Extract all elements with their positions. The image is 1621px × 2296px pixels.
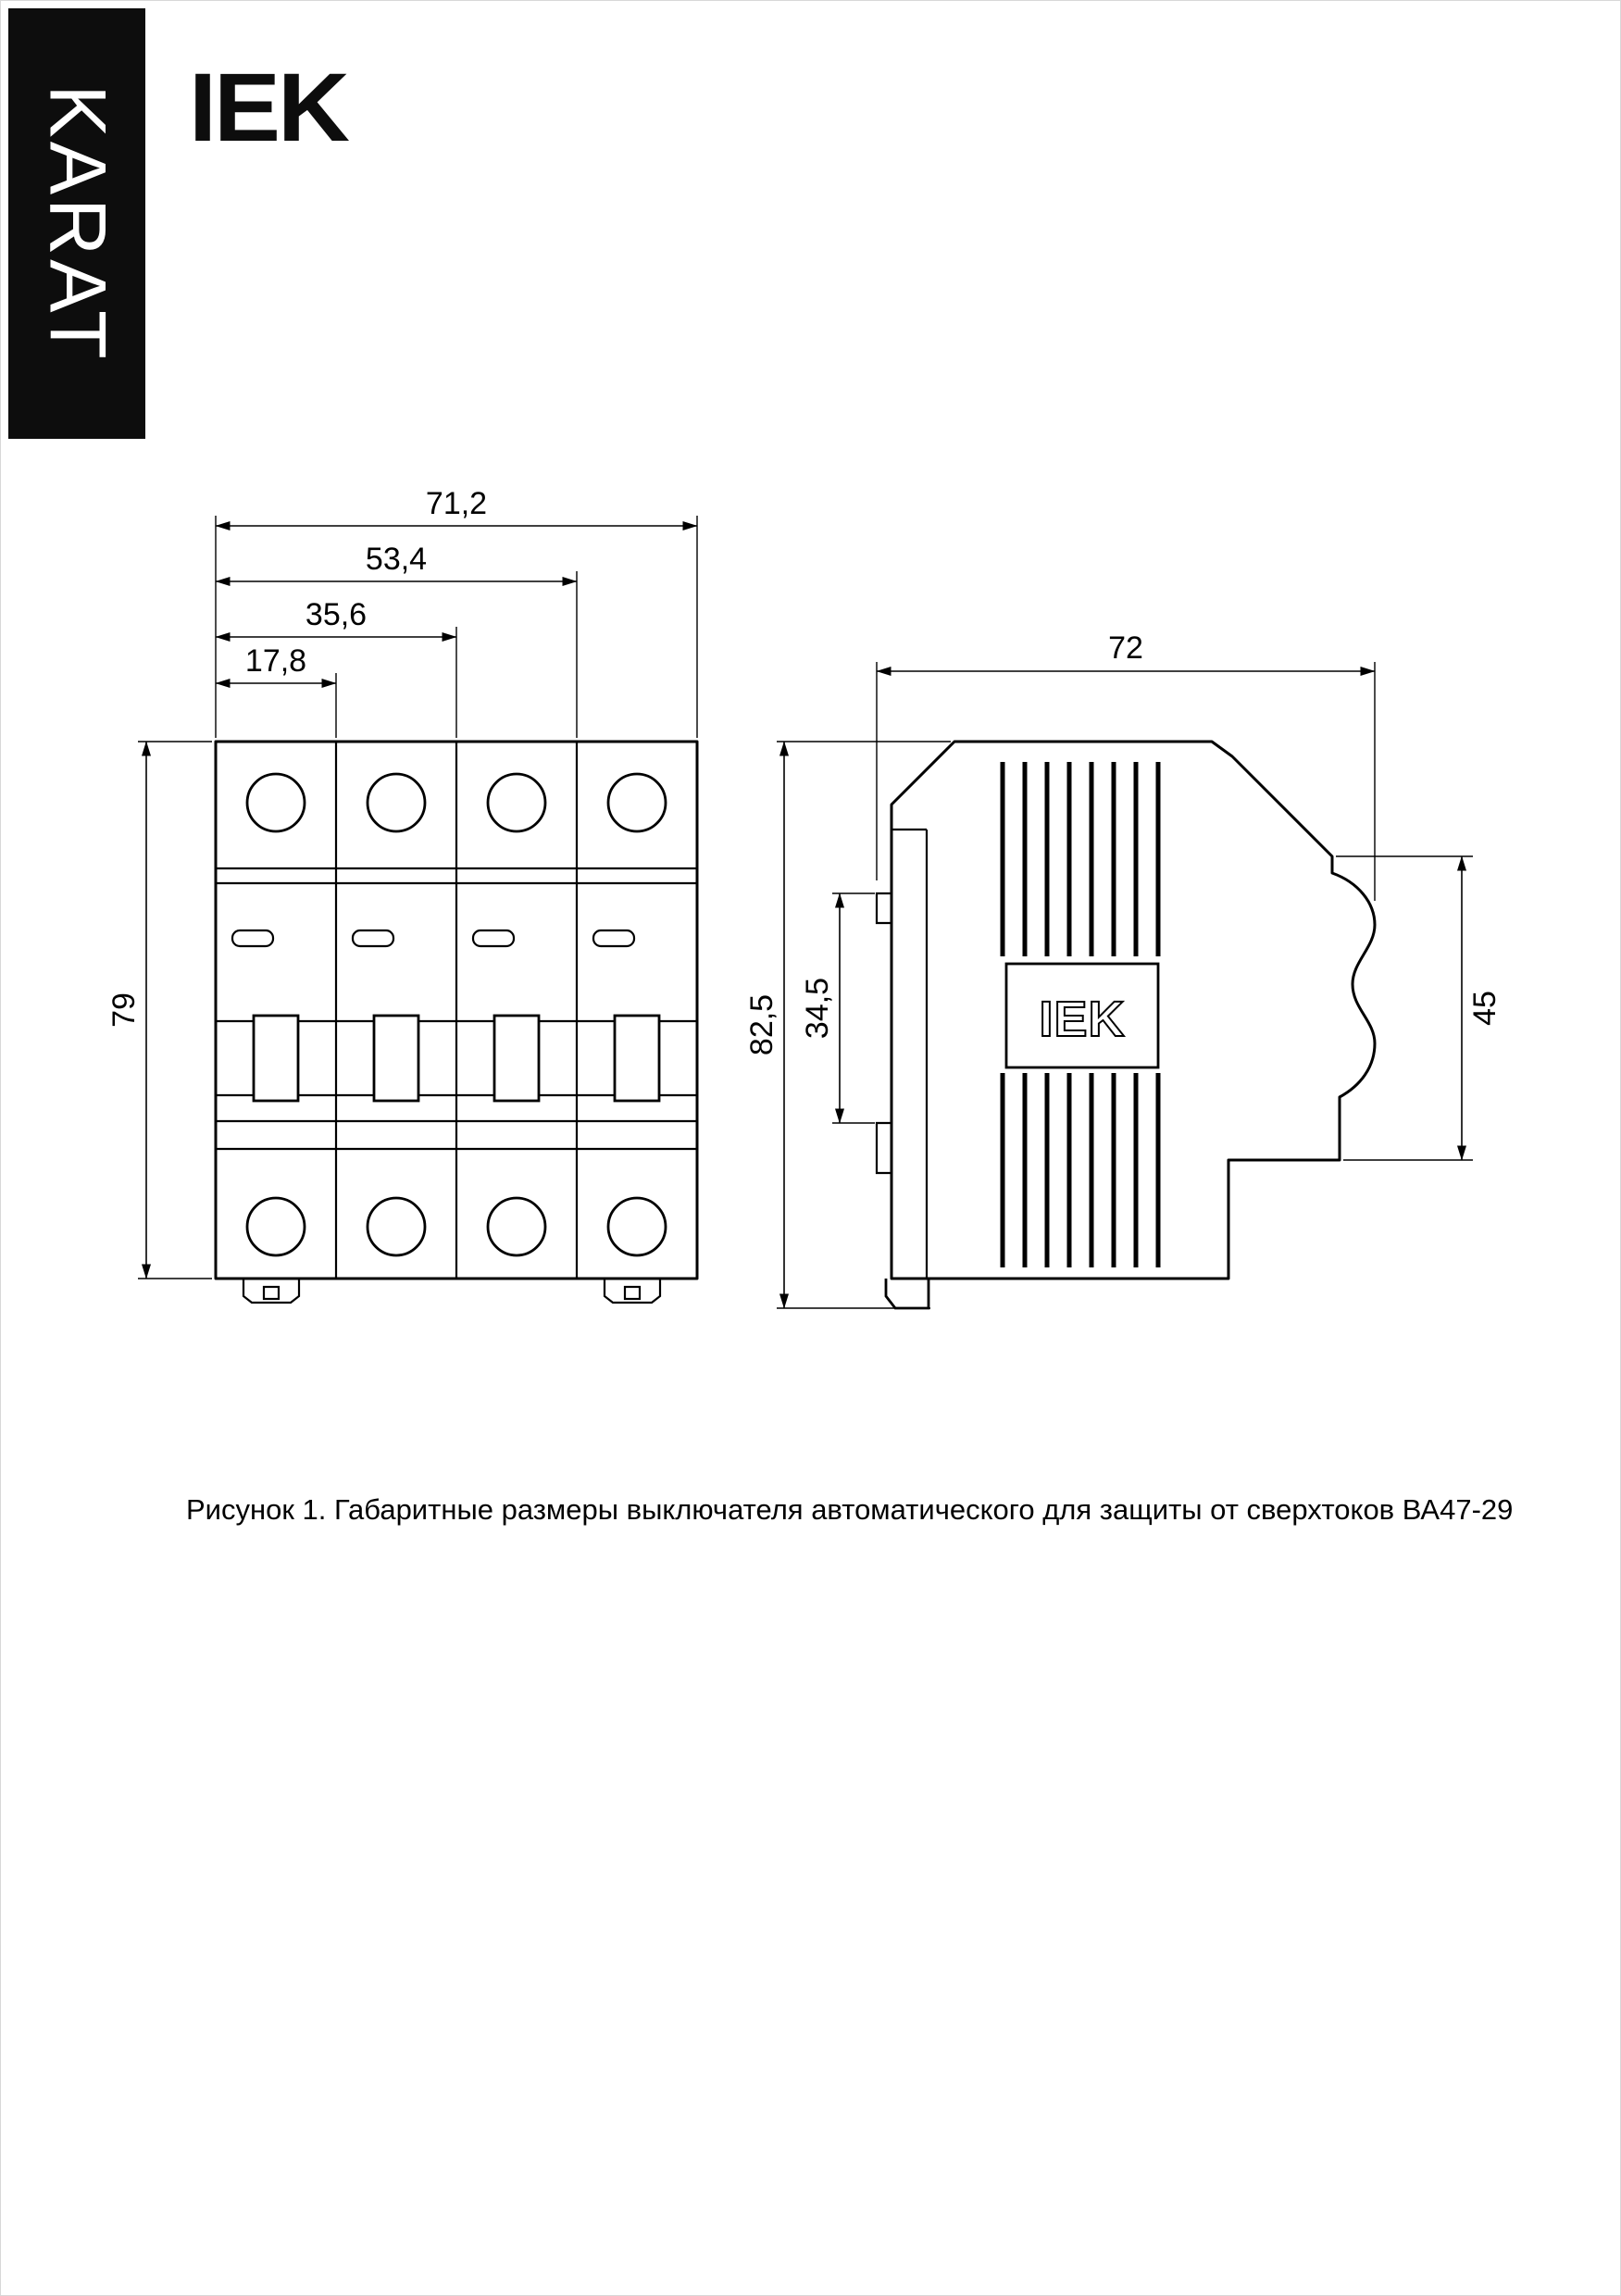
dim-width-full-label: 71,2 xyxy=(426,486,487,521)
dim-width-1mod-label: 17,8 xyxy=(245,643,306,679)
dim-height-full-label: 82,5 xyxy=(744,994,779,1055)
label-window xyxy=(351,929,395,948)
terminal-screw xyxy=(366,1196,427,1257)
dim-front-face-label: 45 xyxy=(1467,991,1503,1026)
dim-width-3mod-label: 53,4 xyxy=(366,542,427,577)
vent-ribs xyxy=(1000,762,1161,1267)
din-hook xyxy=(875,892,892,925)
terminal-screw xyxy=(606,1196,667,1257)
side-profile-outline xyxy=(890,740,1377,1280)
toggle-handle xyxy=(493,1014,541,1103)
din-latch xyxy=(875,1121,892,1175)
dim-width-2mod-label: 35,6 xyxy=(305,597,367,632)
din-clip-notch xyxy=(623,1285,642,1301)
din-clip xyxy=(603,1279,662,1304)
din-clip xyxy=(242,1279,301,1304)
terminal-screw xyxy=(245,772,306,833)
terminal-screw xyxy=(486,1196,547,1257)
terminal-screw xyxy=(245,1196,306,1257)
din-clip-notch xyxy=(262,1285,281,1301)
iek-logo: IEK xyxy=(189,52,350,162)
side-view: IEK 72 82,5 34,5 45 xyxy=(744,630,1503,1310)
logo-frame xyxy=(1004,962,1160,1069)
terminal-screw xyxy=(366,772,427,833)
toggle-handle xyxy=(613,1014,661,1103)
dim-din-section-label: 34,5 xyxy=(800,978,835,1039)
side-logo-label: IEK xyxy=(1039,992,1125,1047)
label-window xyxy=(592,929,636,948)
toggle-handle xyxy=(252,1014,300,1103)
front-view-dimensions: 71,2 53,4 35,6 17,8 79 xyxy=(106,486,698,1279)
front-view-body xyxy=(214,740,699,1304)
terminal-screw xyxy=(606,772,667,833)
label-window xyxy=(231,929,275,948)
label-window xyxy=(471,929,516,948)
side-view-dimensions: 72 82,5 34,5 45 xyxy=(744,630,1503,1309)
dim-depth-label: 72 xyxy=(1108,630,1143,666)
terminal-screw xyxy=(486,772,547,833)
side-view-body: IEK xyxy=(875,740,1377,1310)
front-view: 71,2 53,4 35,6 17,8 79 xyxy=(106,486,699,1304)
din-latch-tab xyxy=(884,1279,930,1310)
brand-banner: KARAT xyxy=(8,8,145,439)
toggle-handle xyxy=(372,1014,420,1103)
figure-caption: Рисунок 1. Габаритные размеры выключател… xyxy=(186,1493,1514,1526)
dim-height-label: 79 xyxy=(106,992,142,1028)
